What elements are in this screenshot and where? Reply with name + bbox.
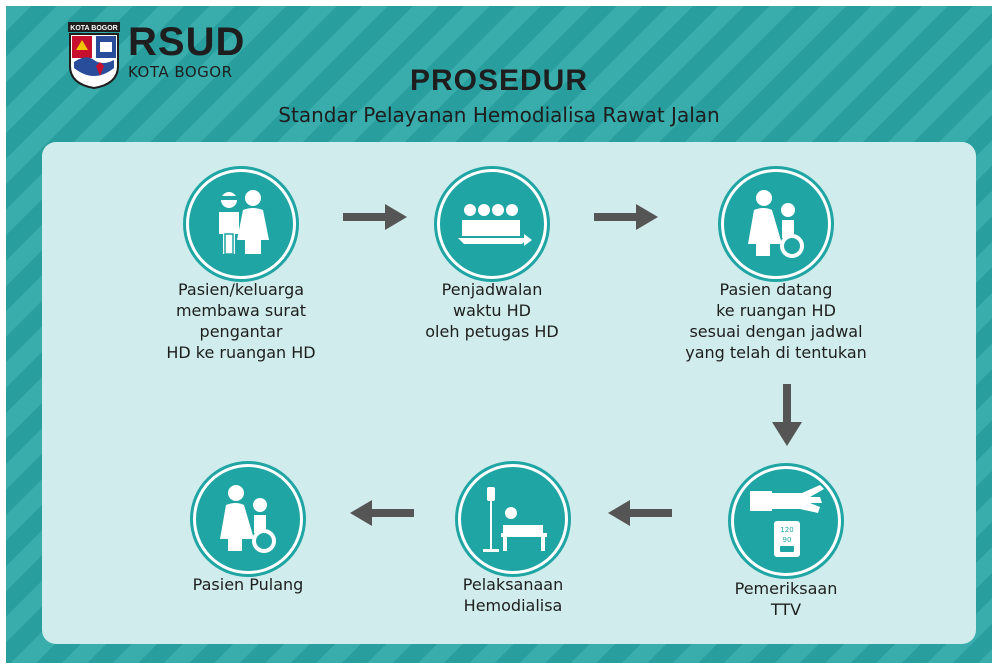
step-6-label: Pasien Pulang [192, 575, 304, 594]
logo-subtitle: KOTA BOGOR [128, 63, 233, 81]
page-subtitle: Standar Pelayanan Hemodialisa Rawat Jala… [278, 103, 720, 127]
arrow-down-icon [772, 384, 802, 446]
step-4-label: Pemeriksaan TTV [734, 579, 838, 619]
page-title: PROSEDUR [409, 64, 589, 97]
logo-title: RSUD [128, 20, 246, 64]
wheelchair-patient-icon [220, 485, 276, 553]
step-6-circle [193, 464, 303, 574]
step-3-label: Pasien datang ke ruangan HD sesuai denga… [685, 280, 867, 362]
wheelchair-patient-icon [748, 190, 804, 258]
arrow-right-icon [343, 204, 407, 230]
step-1-circle [186, 169, 296, 279]
hospital-bed-iv-icon [483, 487, 547, 552]
arrow-left-icon [350, 500, 414, 526]
step-3-circle [721, 169, 831, 279]
arrow-right-icon [594, 204, 658, 230]
bp-systolic: 120 [780, 526, 793, 534]
step-5-circle [458, 464, 568, 574]
step-5-label: Pelaksanaan Hemodialisa [462, 575, 564, 615]
crest-text: KOTA BOGOR [70, 25, 117, 32]
bp-diastolic: 90 [783, 536, 792, 544]
scheduling-staff-icon [458, 204, 532, 246]
arrow-left-icon [608, 500, 672, 526]
step-1-label: Pasien/keluarga membawa surat pengantar … [166, 280, 316, 362]
blood-pressure-icon: 120 90 [750, 485, 824, 557]
step-4-circle: 120 90 [731, 466, 841, 576]
rsud-logo: KOTA BOGOR RSUD KOTA BOGOR [66, 20, 246, 92]
city-crest-icon: KOTA BOGOR [68, 22, 120, 90]
patient-family-icon [219, 190, 269, 255]
step-2-circle [437, 169, 547, 279]
step-2-label: Penjadwalan waktu HD oleh petugas HD [425, 280, 559, 341]
